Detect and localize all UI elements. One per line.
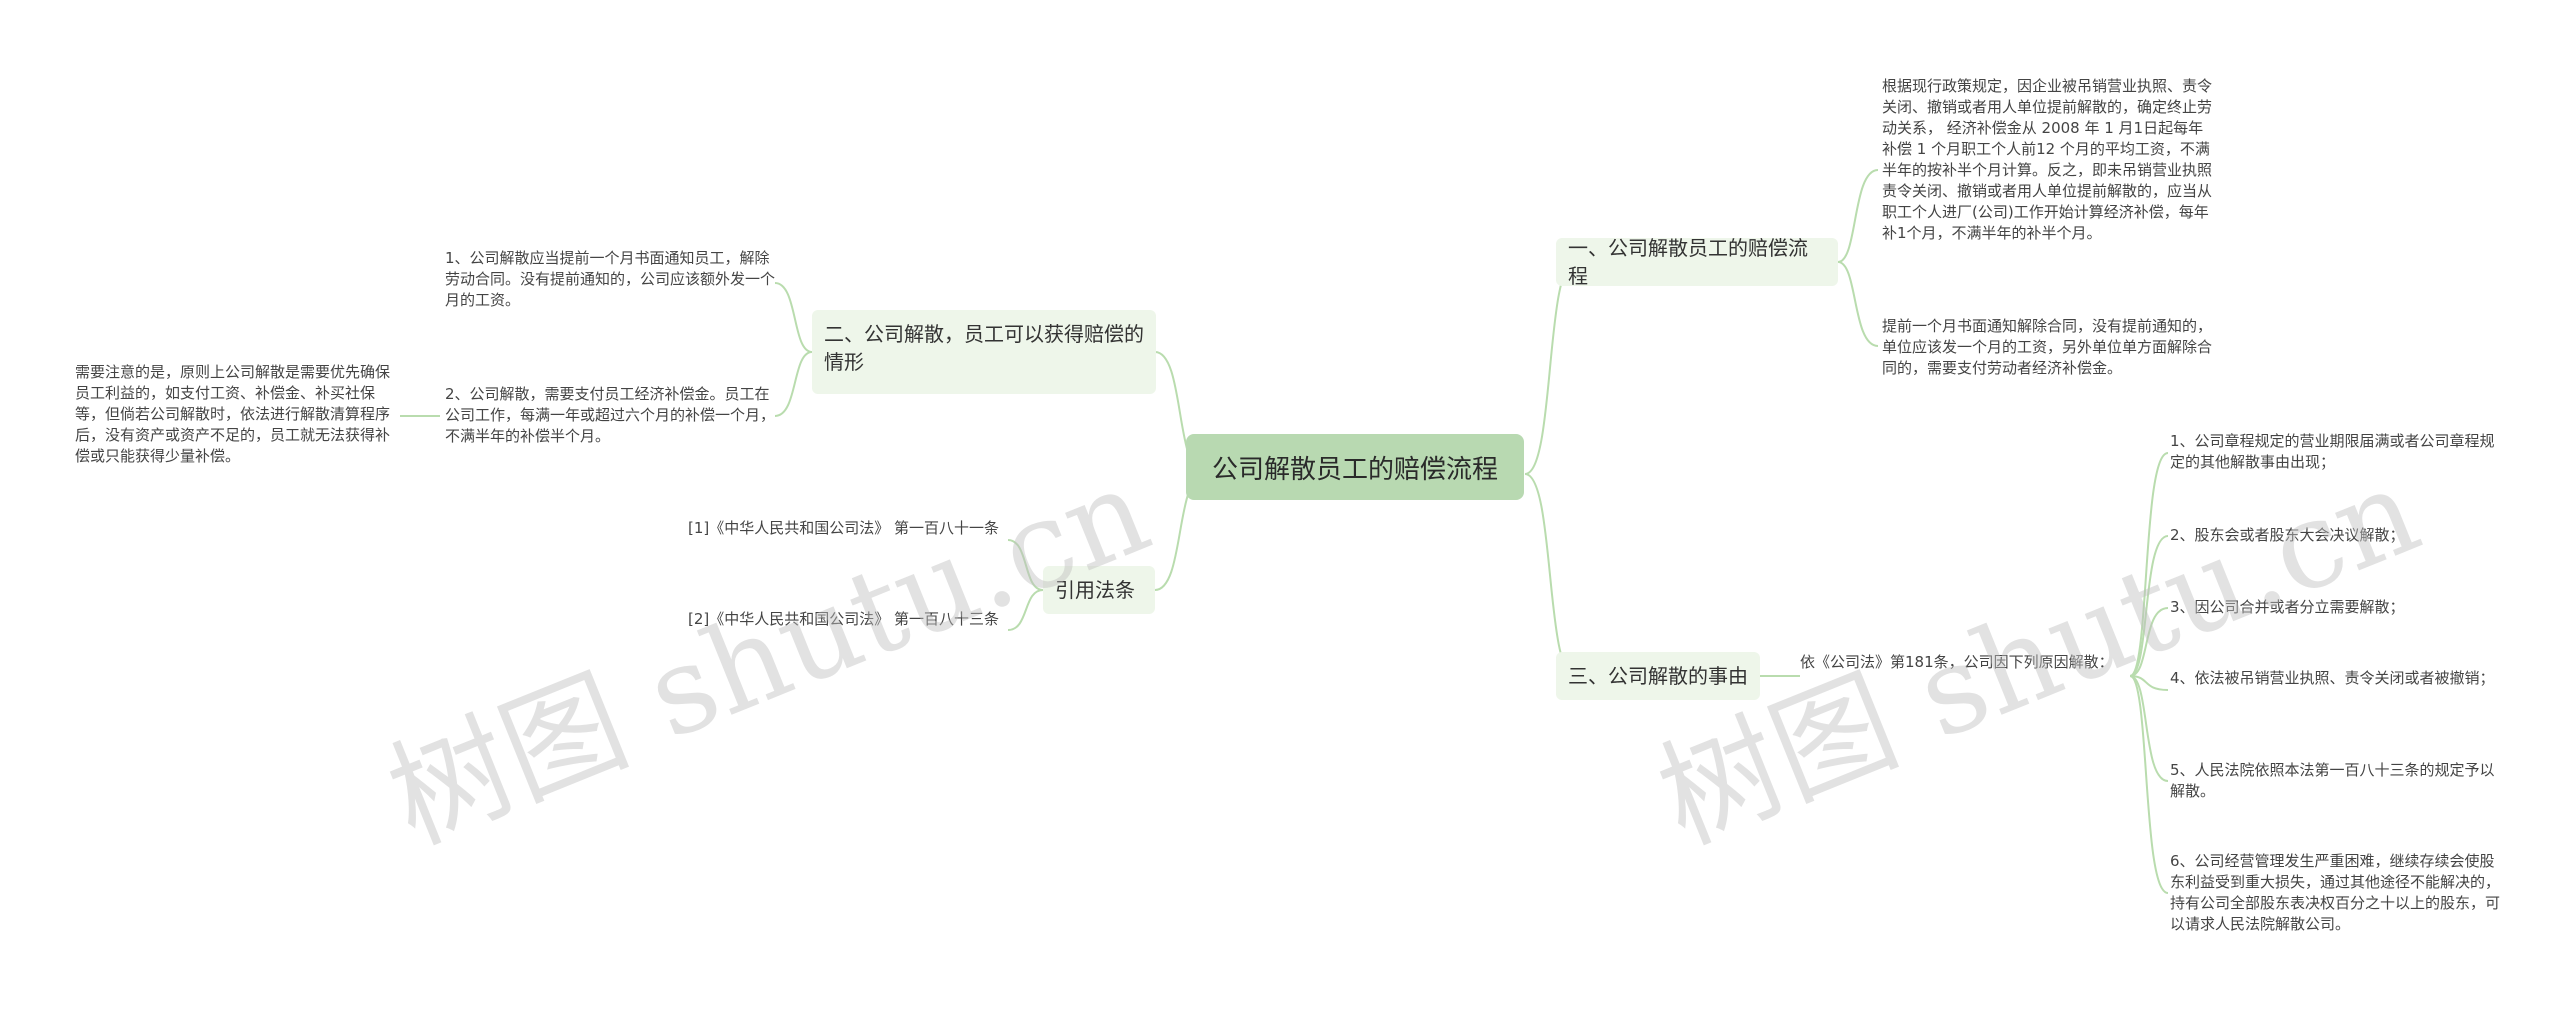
law-citation-item: [1]《中华人民共和国公司法》 第一百八十一条 bbox=[688, 519, 1000, 537]
dissolution-intro-text: 依《公司法》第181条，公司因下列原因解散： bbox=[1800, 653, 2114, 671]
notice-requirement-text: 1、公司解散应当提前一个月书面通知员工，解除劳动合同。没有提前通知的，公司应该额… bbox=[445, 249, 776, 309]
branch-compensation-cases-label: 二、公司解散，员工可以获得赔偿的情形 bbox=[824, 322, 1144, 374]
reason-item: 5、人民法院依照本法第一百八十三条的规定予以解散。 bbox=[2170, 761, 2495, 800]
advance-notice-text: 提前一个月书面通知解除合同，没有提前通知的，单位应该发一个月的工资，另外单位单方… bbox=[1882, 317, 2213, 377]
reason-item: 1、公司章程规定的营业期限届满或者公司章程规定的其他解散事由出现； bbox=[2170, 432, 2495, 471]
branch-cited-laws[interactable]: 引用法条 bbox=[1043, 566, 1155, 614]
law-citation-item: [2]《中华人民共和国公司法》 第一百八十三条 bbox=[688, 610, 1000, 628]
reason-item: 3、因公司合并或者分立需要解散； bbox=[2170, 598, 2405, 616]
branch-dissolution-reasons[interactable]: 三、公司解散的事由 bbox=[1556, 652, 1760, 700]
branch-compensation-process-label: 一、公司解散员工的赔偿流程 bbox=[1568, 236, 1808, 288]
reason-item: 2、股东会或者股东大会决议解散； bbox=[2170, 526, 2405, 544]
root-label: 公司解散员工的赔偿流程 bbox=[1211, 454, 1498, 485]
reason-item: 4、依法被吊销营业执照、责令关闭或者被撤销； bbox=[2170, 669, 2495, 687]
economic-compensation-text: 2、公司解散，需要支付员工经济补偿金。员工在公司工作，每满一年或超过六个月的补偿… bbox=[445, 385, 776, 445]
attention-note-text: 需要注意的是，原则上公司解散是需要优先确保员工利益的，如支付工资、补偿金、补买社… bbox=[75, 363, 391, 465]
branch-compensation-process[interactable]: 一、公司解散员工的赔偿流程 bbox=[1556, 236, 1838, 288]
branch-compensation-cases[interactable]: 二、公司解散，员工可以获得赔偿的情形 bbox=[812, 310, 1156, 394]
reason-item: 6、公司经营管理发生严重困难，继续存续会使股东利益受到重大损失，通过其他途径不能… bbox=[2170, 852, 2501, 933]
compensation-policy-text: 根据现行政策规定，因企业被吊销营业执照、责令关闭、撤销或者用人单位提前解散的，确… bbox=[1882, 77, 2213, 242]
root-node[interactable]: 公司解散员工的赔偿流程 bbox=[1186, 434, 1524, 500]
branch-cited-laws-label: 引用法条 bbox=[1055, 578, 1135, 602]
branch-dissolution-reasons-label: 三、公司解散的事由 bbox=[1568, 664, 1748, 688]
